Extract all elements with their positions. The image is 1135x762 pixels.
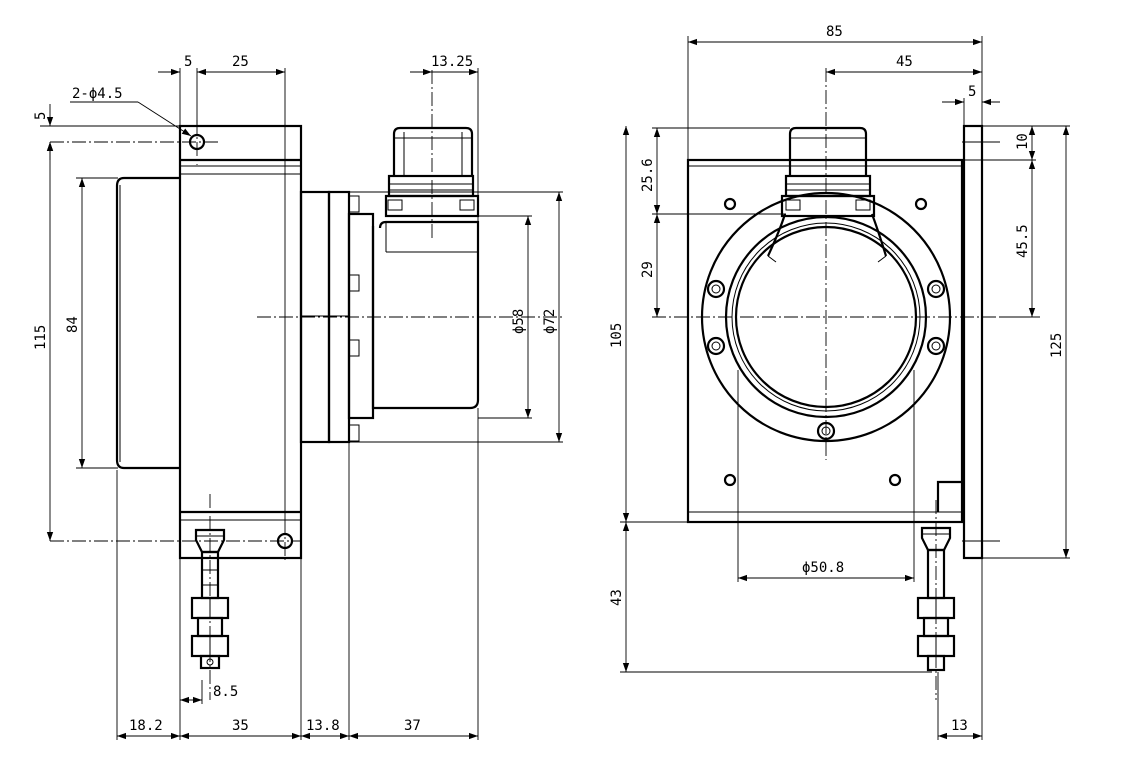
hole-note-text: 2-ϕ4.5 — [72, 86, 123, 102]
dim-text: 115 — [33, 325, 49, 350]
dim-text: 43 — [609, 589, 625, 606]
dim-text: 25.6 — [640, 158, 656, 192]
dim-text: ϕ72 — [542, 309, 558, 334]
side-view: 5 25 13.25 2-ϕ4.5 5 115 84 ϕ58 ϕ72 8.5 1… — [33, 54, 565, 740]
dim-text: 18.2 — [129, 718, 163, 734]
dim-text: 37 — [404, 718, 421, 734]
dim-text: 45 — [896, 54, 913, 70]
dim-text: 13.25 — [431, 54, 473, 70]
dim-text: 8.5 — [213, 684, 238, 700]
dim-text: 125 — [1049, 333, 1065, 358]
dim-text: ϕ50.8 — [802, 560, 844, 576]
dim-text: 84 — [65, 316, 81, 333]
dim-text: ϕ58 — [511, 309, 527, 334]
dim-text: 5 — [33, 112, 49, 120]
dim-text: 5 — [184, 54, 192, 70]
dim-text: 35 — [232, 718, 249, 734]
dim-text: 29 — [640, 261, 656, 278]
dim-text: 5 — [968, 84, 976, 100]
dim-text: 13.8 — [306, 718, 340, 734]
front-view: 85 45 5 25.6 29 105 43 10 45.5 125 ϕ50.8… — [609, 24, 1070, 740]
dim-text: 45.5 — [1015, 224, 1031, 258]
dim-text: 85 — [826, 24, 843, 40]
dim-text: 10 — [1015, 133, 1031, 150]
dim-text: 25 — [232, 54, 249, 70]
ring-bolts — [706, 279, 946, 441]
dim-text: 105 — [609, 323, 625, 348]
dim-text: 13 — [951, 718, 968, 734]
